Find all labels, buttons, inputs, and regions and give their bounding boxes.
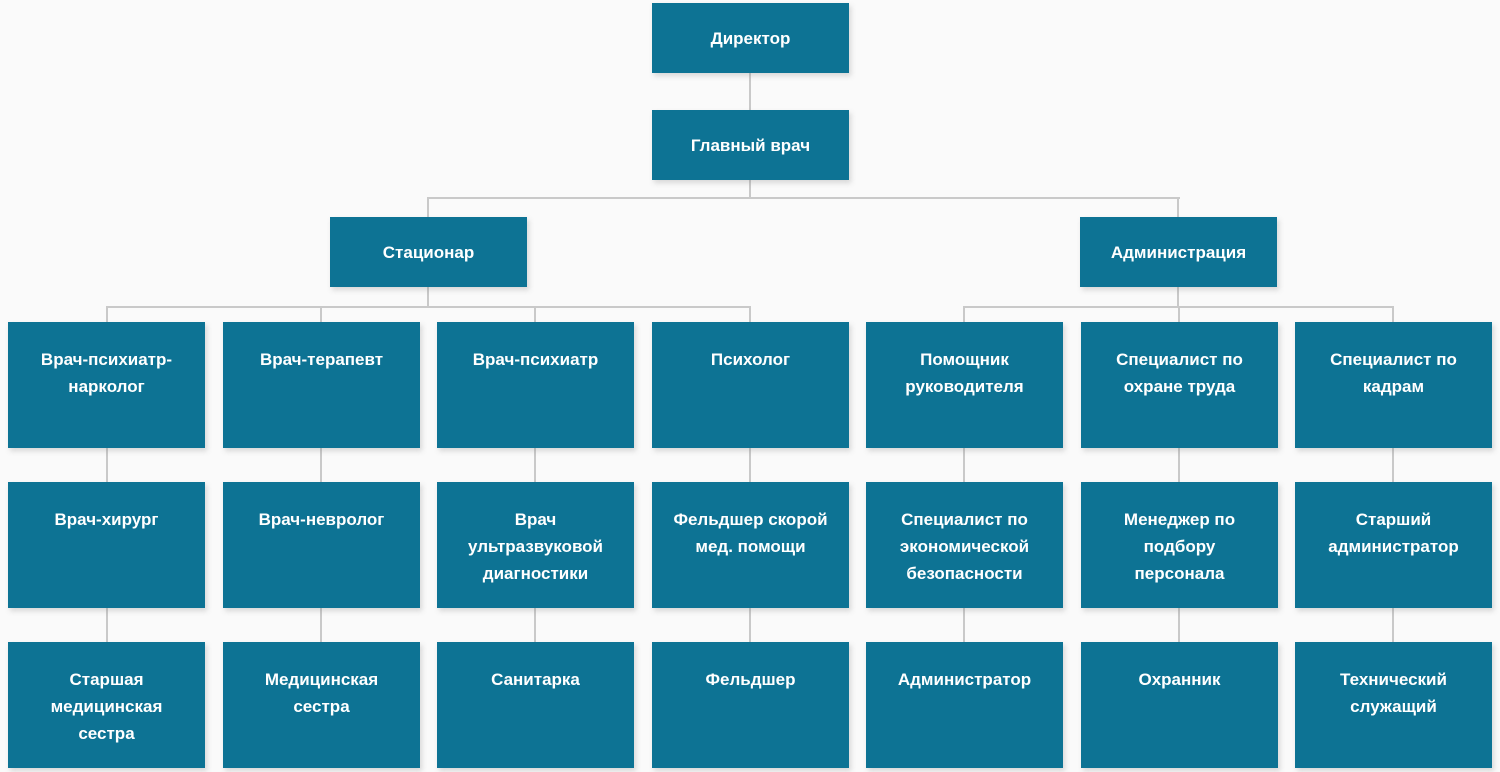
connector-line xyxy=(534,608,536,642)
connector-line xyxy=(1177,199,1179,217)
connector-line xyxy=(106,306,751,308)
connector-line xyxy=(749,73,751,110)
org-node-branch-inpatient: Стационар xyxy=(330,217,527,287)
org-node-psychiatrist: Врач-психиатр xyxy=(437,322,634,448)
org-node-ultrasound-doctor: Врач ультразвуковой диагностики xyxy=(437,482,634,608)
connector-line xyxy=(534,448,536,482)
org-node-branch-administration: Администрация xyxy=(1080,217,1277,287)
connector-line xyxy=(749,308,751,322)
org-node-paramedic: Фельдшер xyxy=(652,642,849,768)
org-node-guard: Охранник xyxy=(1081,642,1278,768)
connector-line xyxy=(963,608,965,642)
connector-line xyxy=(963,306,1394,308)
connector-line xyxy=(963,308,965,322)
connector-line xyxy=(320,608,322,642)
org-node-neurologist: Врач-невролог xyxy=(223,482,420,608)
connector-line xyxy=(427,197,1180,199)
connector-line xyxy=(1177,287,1179,306)
org-node-orderly: Санитарка xyxy=(437,642,634,768)
connector-line xyxy=(1178,608,1180,642)
connector-line xyxy=(1178,308,1180,322)
connector-line xyxy=(963,448,965,482)
connector-line xyxy=(534,308,536,322)
org-node-director: Директор xyxy=(652,3,849,73)
connector-line xyxy=(749,608,751,642)
connector-line xyxy=(749,180,751,197)
connector-line xyxy=(106,608,108,642)
org-node-surgeon: Врач-хирург xyxy=(8,482,205,608)
org-node-head-nurse: Старшая медицинская сестра xyxy=(8,642,205,768)
connector-line xyxy=(320,308,322,322)
org-node-hr-specialist: Специалист по кадрам xyxy=(1295,322,1492,448)
org-node-recruitment-manager: Менеджер по подбору персонала xyxy=(1081,482,1278,608)
org-node-chief-physician: Главный врач xyxy=(652,110,849,180)
connector-line xyxy=(749,448,751,482)
connector-line xyxy=(1392,448,1394,482)
org-node-nurse: Медицинская сестра xyxy=(223,642,420,768)
connector-line xyxy=(1392,608,1394,642)
org-node-therapist: Врач-терапевт xyxy=(223,322,420,448)
org-node-labor-safety-specialist: Специалист по охране труда xyxy=(1081,322,1278,448)
org-node-director-assistant: Помощник руководителя xyxy=(866,322,1063,448)
org-node-senior-administrator: Старший администратор xyxy=(1295,482,1492,608)
org-node-psychologist: Психолог xyxy=(652,322,849,448)
connector-line xyxy=(106,308,108,322)
org-node-economic-security-specialist: Специалист по экономической безопасности xyxy=(866,482,1063,608)
connector-line xyxy=(320,448,322,482)
connector-line xyxy=(427,287,429,306)
org-node-technical-worker: Технический служащий xyxy=(1295,642,1492,768)
connector-line xyxy=(106,448,108,482)
connector-line xyxy=(1178,448,1180,482)
org-node-psychiatrist-narcologist: Врач-психиатр- нарколог xyxy=(8,322,205,448)
connector-line xyxy=(1392,308,1394,322)
connector-line xyxy=(427,199,429,217)
org-node-ambulance-paramedic: Фельдшер скорой мед. помощи xyxy=(652,482,849,608)
org-node-administrator: Администратор xyxy=(866,642,1063,768)
